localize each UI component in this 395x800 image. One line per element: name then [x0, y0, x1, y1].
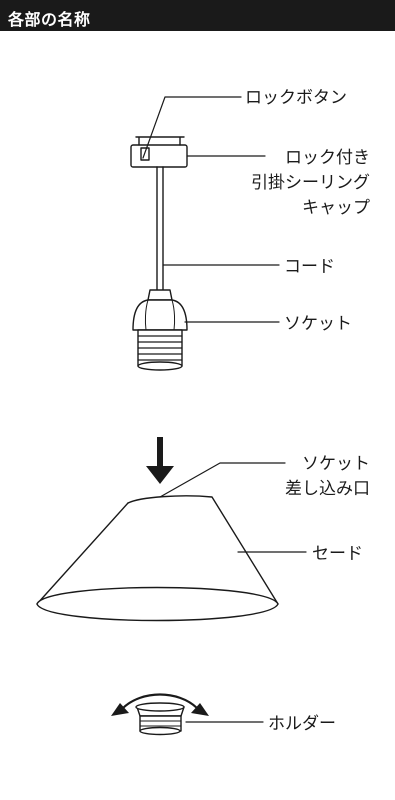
rotate-arrow-icon — [121, 693, 199, 710]
rotate-arrow-left-head — [111, 703, 129, 716]
socket-illustration — [132, 289, 188, 371]
label-socket-inlet-line2: 差し込み口 — [285, 479, 370, 499]
insert-arrow-icon — [146, 437, 174, 484]
shade-illustration — [36, 495, 279, 622]
label-lock-button: ロックボタン — [245, 88, 347, 108]
label-socket: ソケット — [284, 314, 352, 334]
holder-illustration — [135, 702, 185, 736]
cord-illustration — [156, 166, 164, 291]
label-ceiling-cap-line3: キャップ — [302, 198, 370, 218]
label-holder: ホルダー — [268, 714, 336, 734]
leader-lines — [142, 96, 307, 723]
label-cord: コード — [284, 257, 335, 277]
section-title: 各部の名称 — [8, 10, 91, 29]
label-shade: セード — [312, 544, 363, 564]
label-socket-inlet-line1: ソケット — [302, 454, 370, 474]
label-ceiling-cap-line1: ロック付き — [285, 148, 370, 168]
ceiling-cap-illustration — [130, 136, 188, 168]
section-header: 各部の名称 — [0, 0, 395, 31]
rotate-arrow-right-head — [191, 703, 209, 716]
label-ceiling-cap-line2: 引掛シーリング — [251, 173, 370, 193]
